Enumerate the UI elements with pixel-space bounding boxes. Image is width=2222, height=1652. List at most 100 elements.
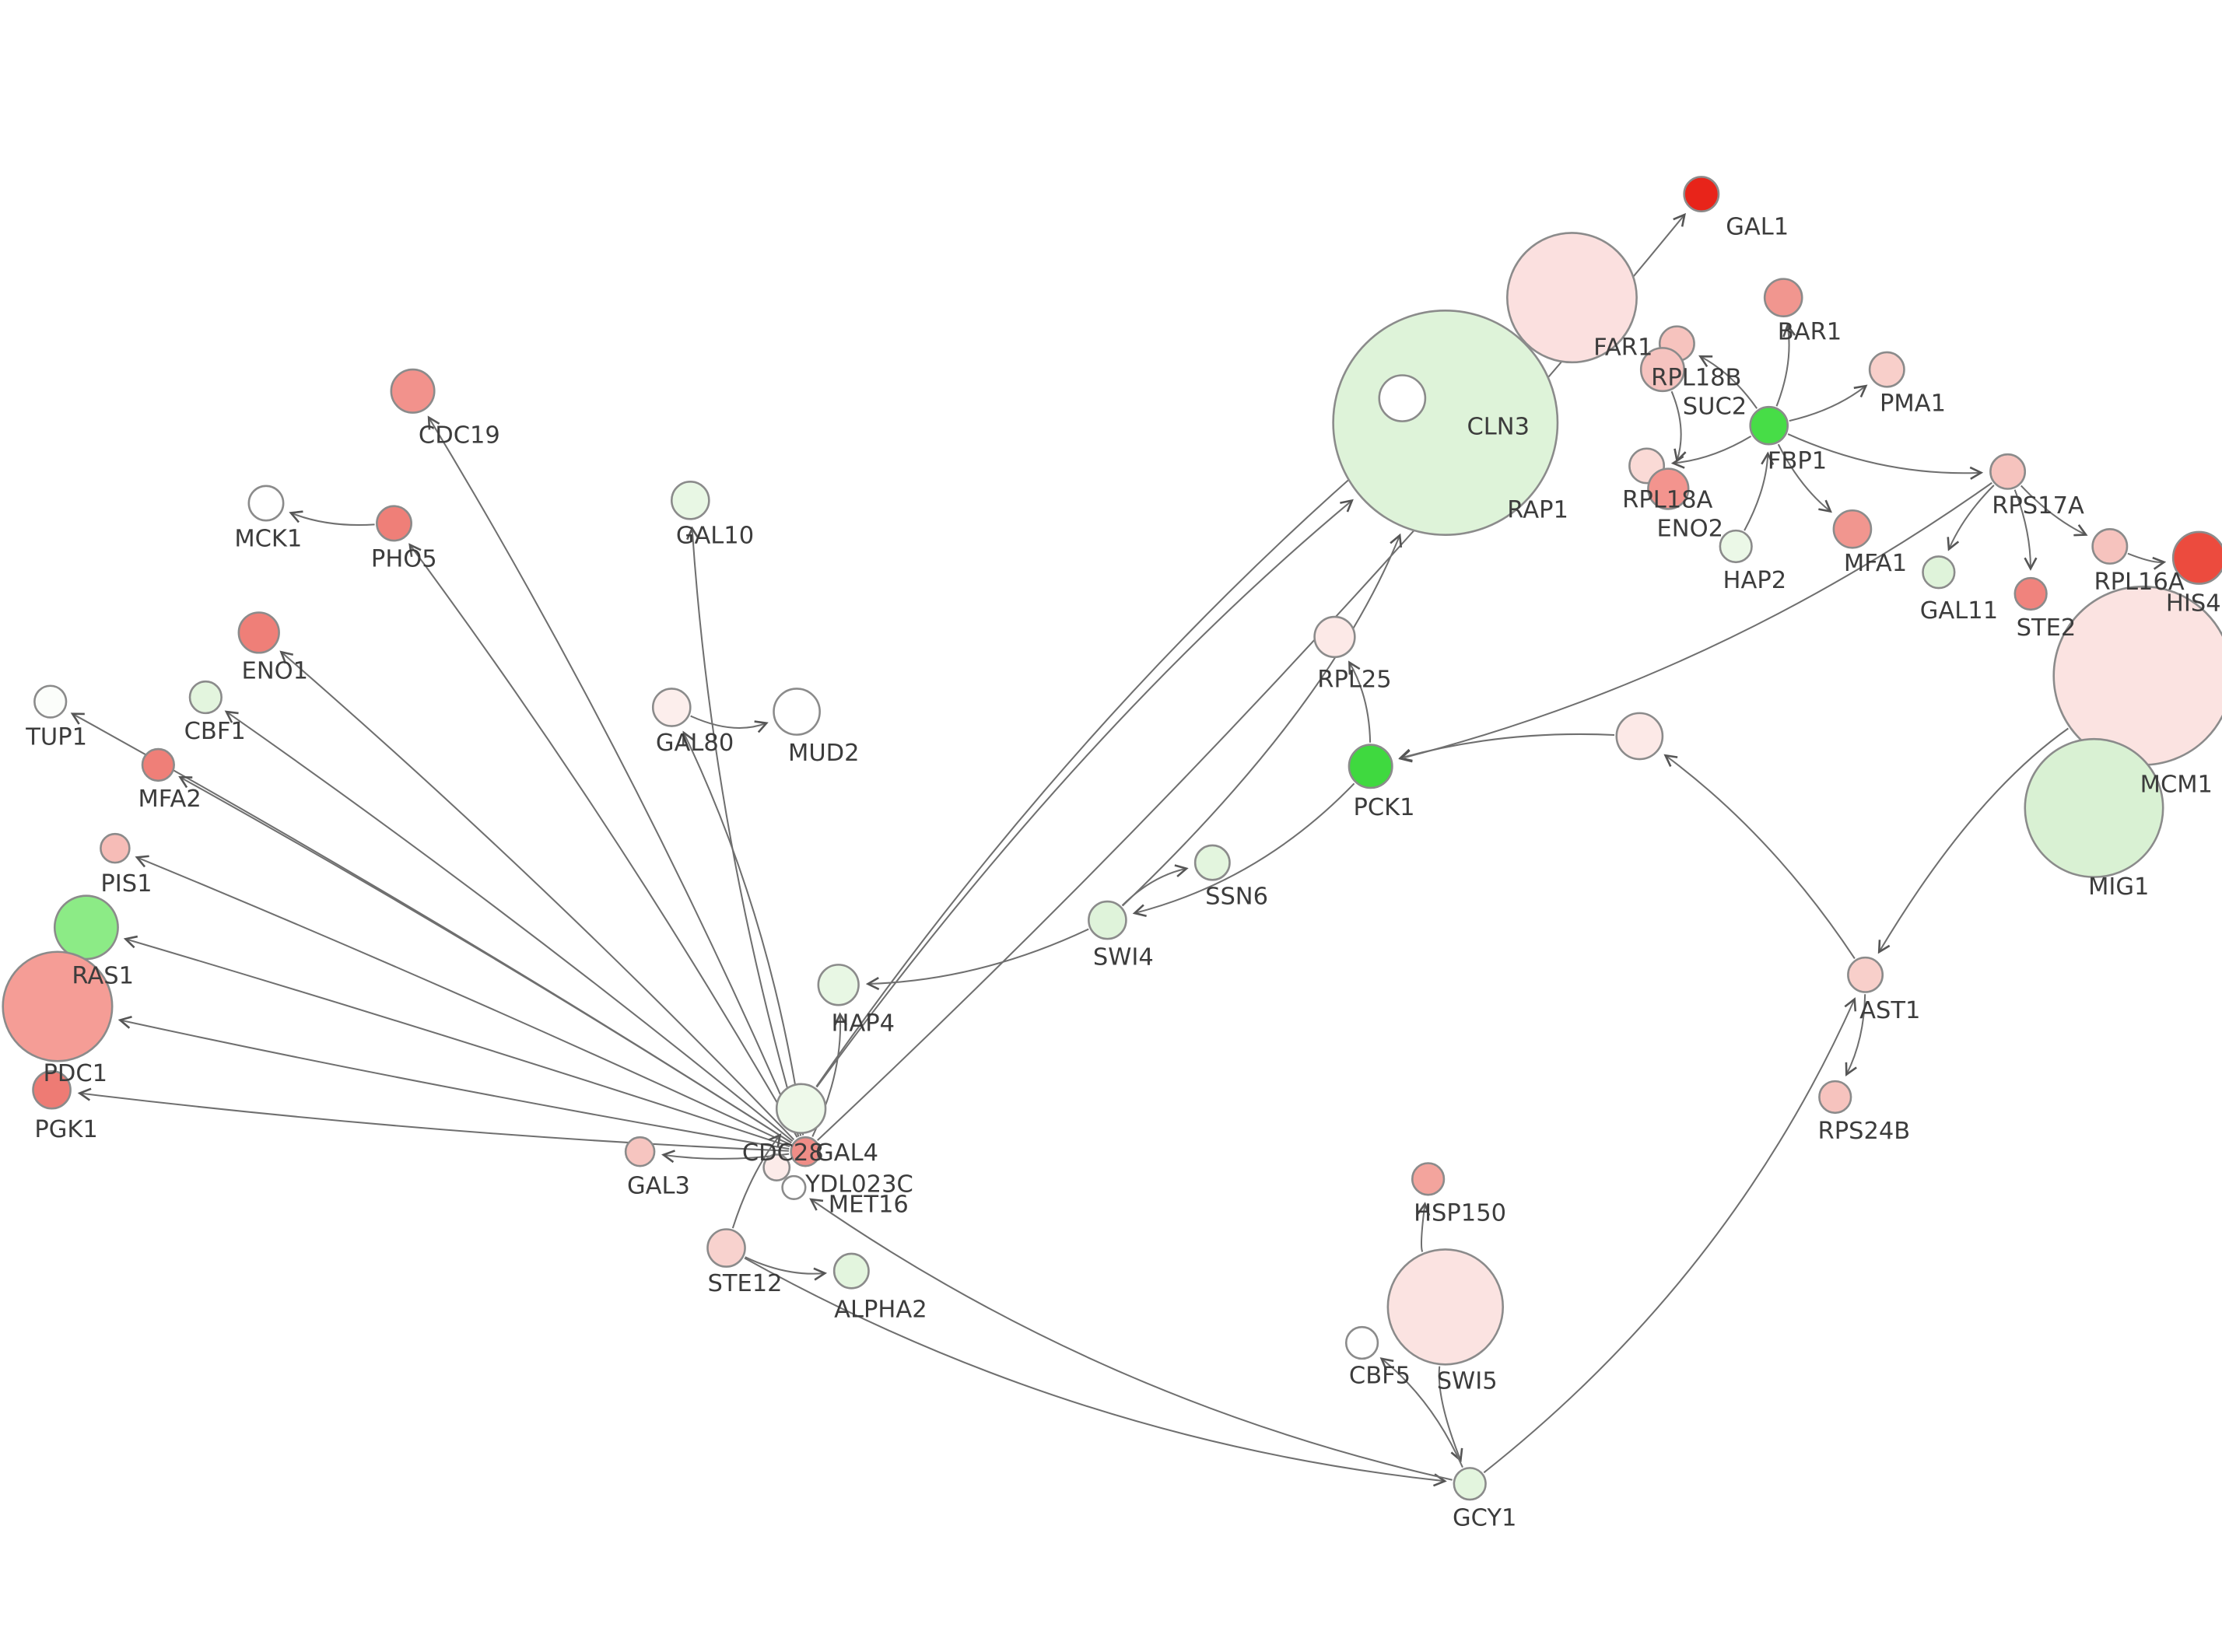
- node-label-pgk1: PGK1: [34, 1116, 97, 1143]
- edge-gal4-gal80[interactable]: [682, 730, 804, 1136]
- node-eno2[interactable]: [1647, 467, 1690, 510]
- node-met16[interactable]: [781, 1174, 807, 1200]
- node-rpl16a[interactable]: [2091, 527, 2129, 565]
- node-swi4[interactable]: [1088, 900, 1127, 940]
- node-cln3[interactable]: [1332, 310, 1559, 536]
- node-mck1[interactable]: [247, 485, 285, 522]
- node-swi5[interactable]: [1386, 1248, 1505, 1366]
- edge-gcy1-ast1[interactable]: [1483, 997, 1857, 1474]
- node-pgk1[interactable]: [32, 1069, 72, 1110]
- node-cbf1[interactable]: [188, 680, 223, 715]
- edge-gal4-cdc19[interactable]: [427, 415, 800, 1137]
- edge-fbp1-rpl18a[interactable]: [1670, 435, 1752, 469]
- edge-cdc28-cln3[interactable]: [815, 499, 1354, 1088]
- node-pck1[interactable]: [1348, 744, 1393, 789]
- node-mig1[interactable]: [2024, 737, 2164, 878]
- node-label-hsp150: HSP150: [1414, 1199, 1506, 1227]
- edges-layer: [70, 212, 2167, 1487]
- edge-ste12-gcy1[interactable]: [744, 1257, 1447, 1487]
- node-tup1[interactable]: [33, 684, 68, 719]
- edge-hap2-fbp1[interactable]: [1744, 451, 1775, 531]
- edge-gal4-mfa2[interactable]: [178, 775, 792, 1144]
- edge-ast1-rps24b[interactable]: [1845, 994, 1866, 1076]
- node-gal10[interactable]: [670, 480, 710, 520]
- node-gal4[interactable]: [790, 1136, 821, 1167]
- node-pho5[interactable]: [376, 505, 412, 542]
- edge-gal80-mud2[interactable]: [690, 715, 769, 733]
- edge-gal4-ras1[interactable]: [123, 935, 790, 1148]
- edge-gcy1-met16[interactable]: [809, 1198, 1453, 1481]
- node-ste12[interactable]: [706, 1228, 746, 1268]
- edge-fbp1-pma1[interactable]: [1789, 384, 1868, 422]
- node-rps17a[interactable]: [1989, 453, 2027, 490]
- node-hap4[interactable]: [817, 964, 860, 1006]
- edge-gal4-gal10[interactable]: [686, 526, 802, 1136]
- node-mud2[interactable]: [773, 688, 821, 736]
- node-ste2[interactable]: [2013, 576, 2048, 611]
- edge-rps17a-pck1[interactable]: [1398, 481, 1992, 763]
- node-suc2[interactable]: [1639, 347, 1685, 393]
- edge-ste12-alpha2[interactable]: [745, 1256, 828, 1281]
- edge-ste12-cdc28[interactable]: [731, 1133, 782, 1229]
- edge-pck1-rpl25[interactable]: [1348, 660, 1372, 743]
- node-ras1[interactable]: [53, 894, 119, 961]
- edge-fbp1-rpl18b[interactable]: [1698, 355, 1758, 409]
- node-pdc1[interactable]: [2, 950, 114, 1062]
- node-cbf5[interactable]: [1344, 1325, 1379, 1360]
- edge-gal4-pis1[interactable]: [135, 855, 791, 1146]
- edge-ast1-node2[interactable]: [1663, 754, 1856, 959]
- edge-pho5-mck1[interactable]: [289, 510, 375, 527]
- edge-node2-pck1[interactable]: [1398, 733, 1615, 762]
- node-gcy1[interactable]: [1453, 1467, 1487, 1501]
- node-bar1[interactable]: [1763, 278, 1803, 317]
- node-far1[interactable]: [1505, 232, 1638, 364]
- node-pis1[interactable]: [100, 832, 131, 864]
- node-hap2[interactable]: [1719, 529, 1753, 564]
- node-his4[interactable]: [2171, 530, 2222, 585]
- edge-fbp1-mfa1[interactable]: [1777, 443, 1832, 513]
- edge-gal4-cbf1[interactable]: [224, 710, 794, 1142]
- edge-suc2-eno2[interactable]: [1670, 390, 1687, 463]
- edge-gcy1-cbf5[interactable]: [1379, 1357, 1463, 1468]
- node-mfa1[interactable]: [1832, 509, 1873, 549]
- edge-rps17a-rpl16a[interactable]: [2020, 485, 2088, 537]
- edge-gal4-eno1[interactable]: [279, 650, 795, 1141]
- node-gal80[interactable]: [651, 688, 692, 727]
- node-label-eno1: ENO1: [242, 658, 309, 685]
- node-rpl25[interactable]: [1313, 615, 1356, 659]
- edge-mcm1-ast1[interactable]: [1877, 727, 2069, 954]
- nodes-layer: [2, 176, 2222, 1501]
- edge-gal4-pho5[interactable]: [408, 543, 798, 1138]
- node-eno1[interactable]: [237, 611, 280, 654]
- edge-swi5-hsp150[interactable]: [1417, 1202, 1431, 1252]
- edge-fbp1-rps17a[interactable]: [1787, 433, 1984, 480]
- node-gal1[interactable]: [1683, 176, 1720, 213]
- node-alpha2[interactable]: [832, 1252, 870, 1290]
- node-mfa2[interactable]: [141, 747, 175, 782]
- edge-rpl16a-his4[interactable]: [2127, 552, 2167, 570]
- node-pma1[interactable]: [1868, 351, 1905, 388]
- edge-swi5-gcy1[interactable]: [1438, 1366, 1463, 1463]
- edge-pck1-swi4[interactable]: [1132, 782, 1355, 918]
- node-rps24b[interactable]: [1818, 1080, 1852, 1115]
- edge-rps17a-ste2[interactable]: [2013, 489, 2038, 571]
- edge-swi4-cln3[interactable]: [1122, 533, 1403, 907]
- edge-swi4-hap4[interactable]: [865, 928, 1089, 991]
- node-ssn6[interactable]: [1193, 844, 1231, 881]
- edge-fbp1-bar1[interactable]: [1775, 323, 1796, 407]
- node-cdc28[interactable]: [775, 1083, 827, 1134]
- node-ydl023c[interactable]: [762, 1153, 791, 1181]
- node-node2[interactable]: [1615, 712, 1664, 761]
- edge-rps17a-gal11[interactable]: [1947, 485, 1995, 551]
- edge-swi4-ssn6[interactable]: [1121, 864, 1189, 906]
- node-node1[interactable]: [1378, 374, 1427, 422]
- node-gal3[interactable]: [624, 1136, 656, 1167]
- node-hsp150[interactable]: [1411, 1162, 1446, 1196]
- node-fbp1[interactable]: [1749, 405, 1789, 446]
- edge-gal4-pdc1[interactable]: [117, 1016, 790, 1150]
- node-cdc19[interactable]: [390, 368, 436, 414]
- node-ast1[interactable]: [1847, 956, 1884, 993]
- node-gal11[interactable]: [1922, 555, 1956, 590]
- edge-gal4-pgk1[interactable]: [77, 1087, 789, 1152]
